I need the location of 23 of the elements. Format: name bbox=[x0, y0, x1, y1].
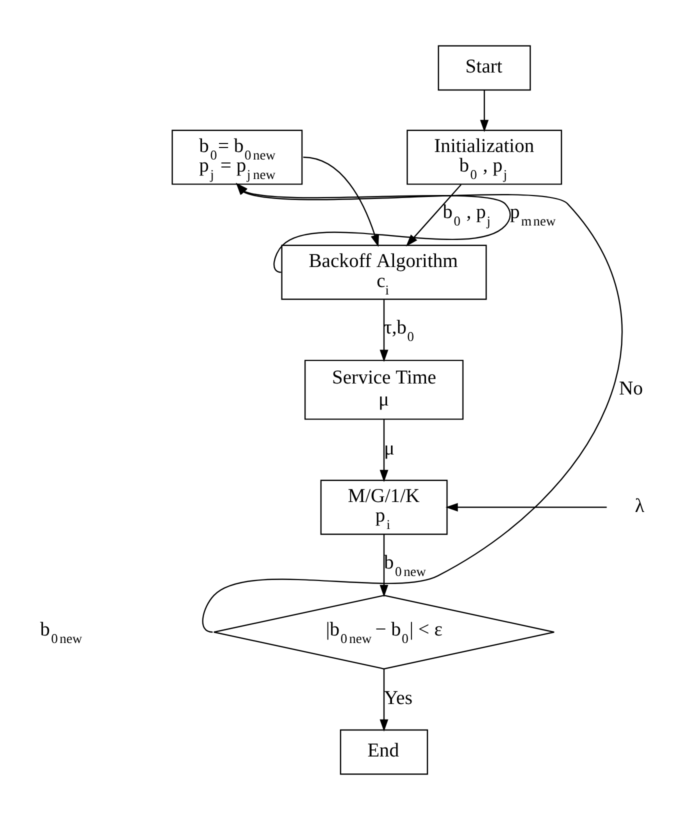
arrow bbox=[380, 668, 388, 732]
node-box: End bbox=[340, 728, 428, 774]
node-box: Start bbox=[438, 44, 531, 90]
arrow bbox=[480, 90, 489, 132]
arrow bbox=[406, 184, 462, 246]
arrow bbox=[380, 299, 388, 362]
edge-label: τ,b$_{0}$ bbox=[384, 316, 414, 344]
arrow bbox=[380, 418, 388, 482]
edge-label: No bbox=[618, 378, 643, 399]
node-box: Service Time μ bbox=[304, 359, 464, 420]
node-box: Backoff Algorithm c$_{i}$ bbox=[281, 244, 487, 300]
arrow bbox=[202, 182, 622, 632]
arrow bbox=[236, 182, 510, 272]
edge-label: b$_{0}$ , p$_{j}$ bbox=[442, 202, 491, 228]
edge-label: Yes bbox=[384, 688, 412, 709]
arrow bbox=[303, 156, 379, 247]
node-diamond: |b$_{0}$$_{new}$ − b$_{0}$| < ε bbox=[213, 594, 555, 669]
node-box: M/G/1/K p$_{i}$ bbox=[320, 479, 448, 534]
edge-label: μ bbox=[384, 438, 394, 459]
arrow bbox=[380, 534, 388, 597]
node-text: λ bbox=[634, 495, 644, 516]
node-box: Initialization b$_{0}$ , p$_{j}$ bbox=[406, 129, 562, 184]
arrow bbox=[446, 502, 607, 512]
